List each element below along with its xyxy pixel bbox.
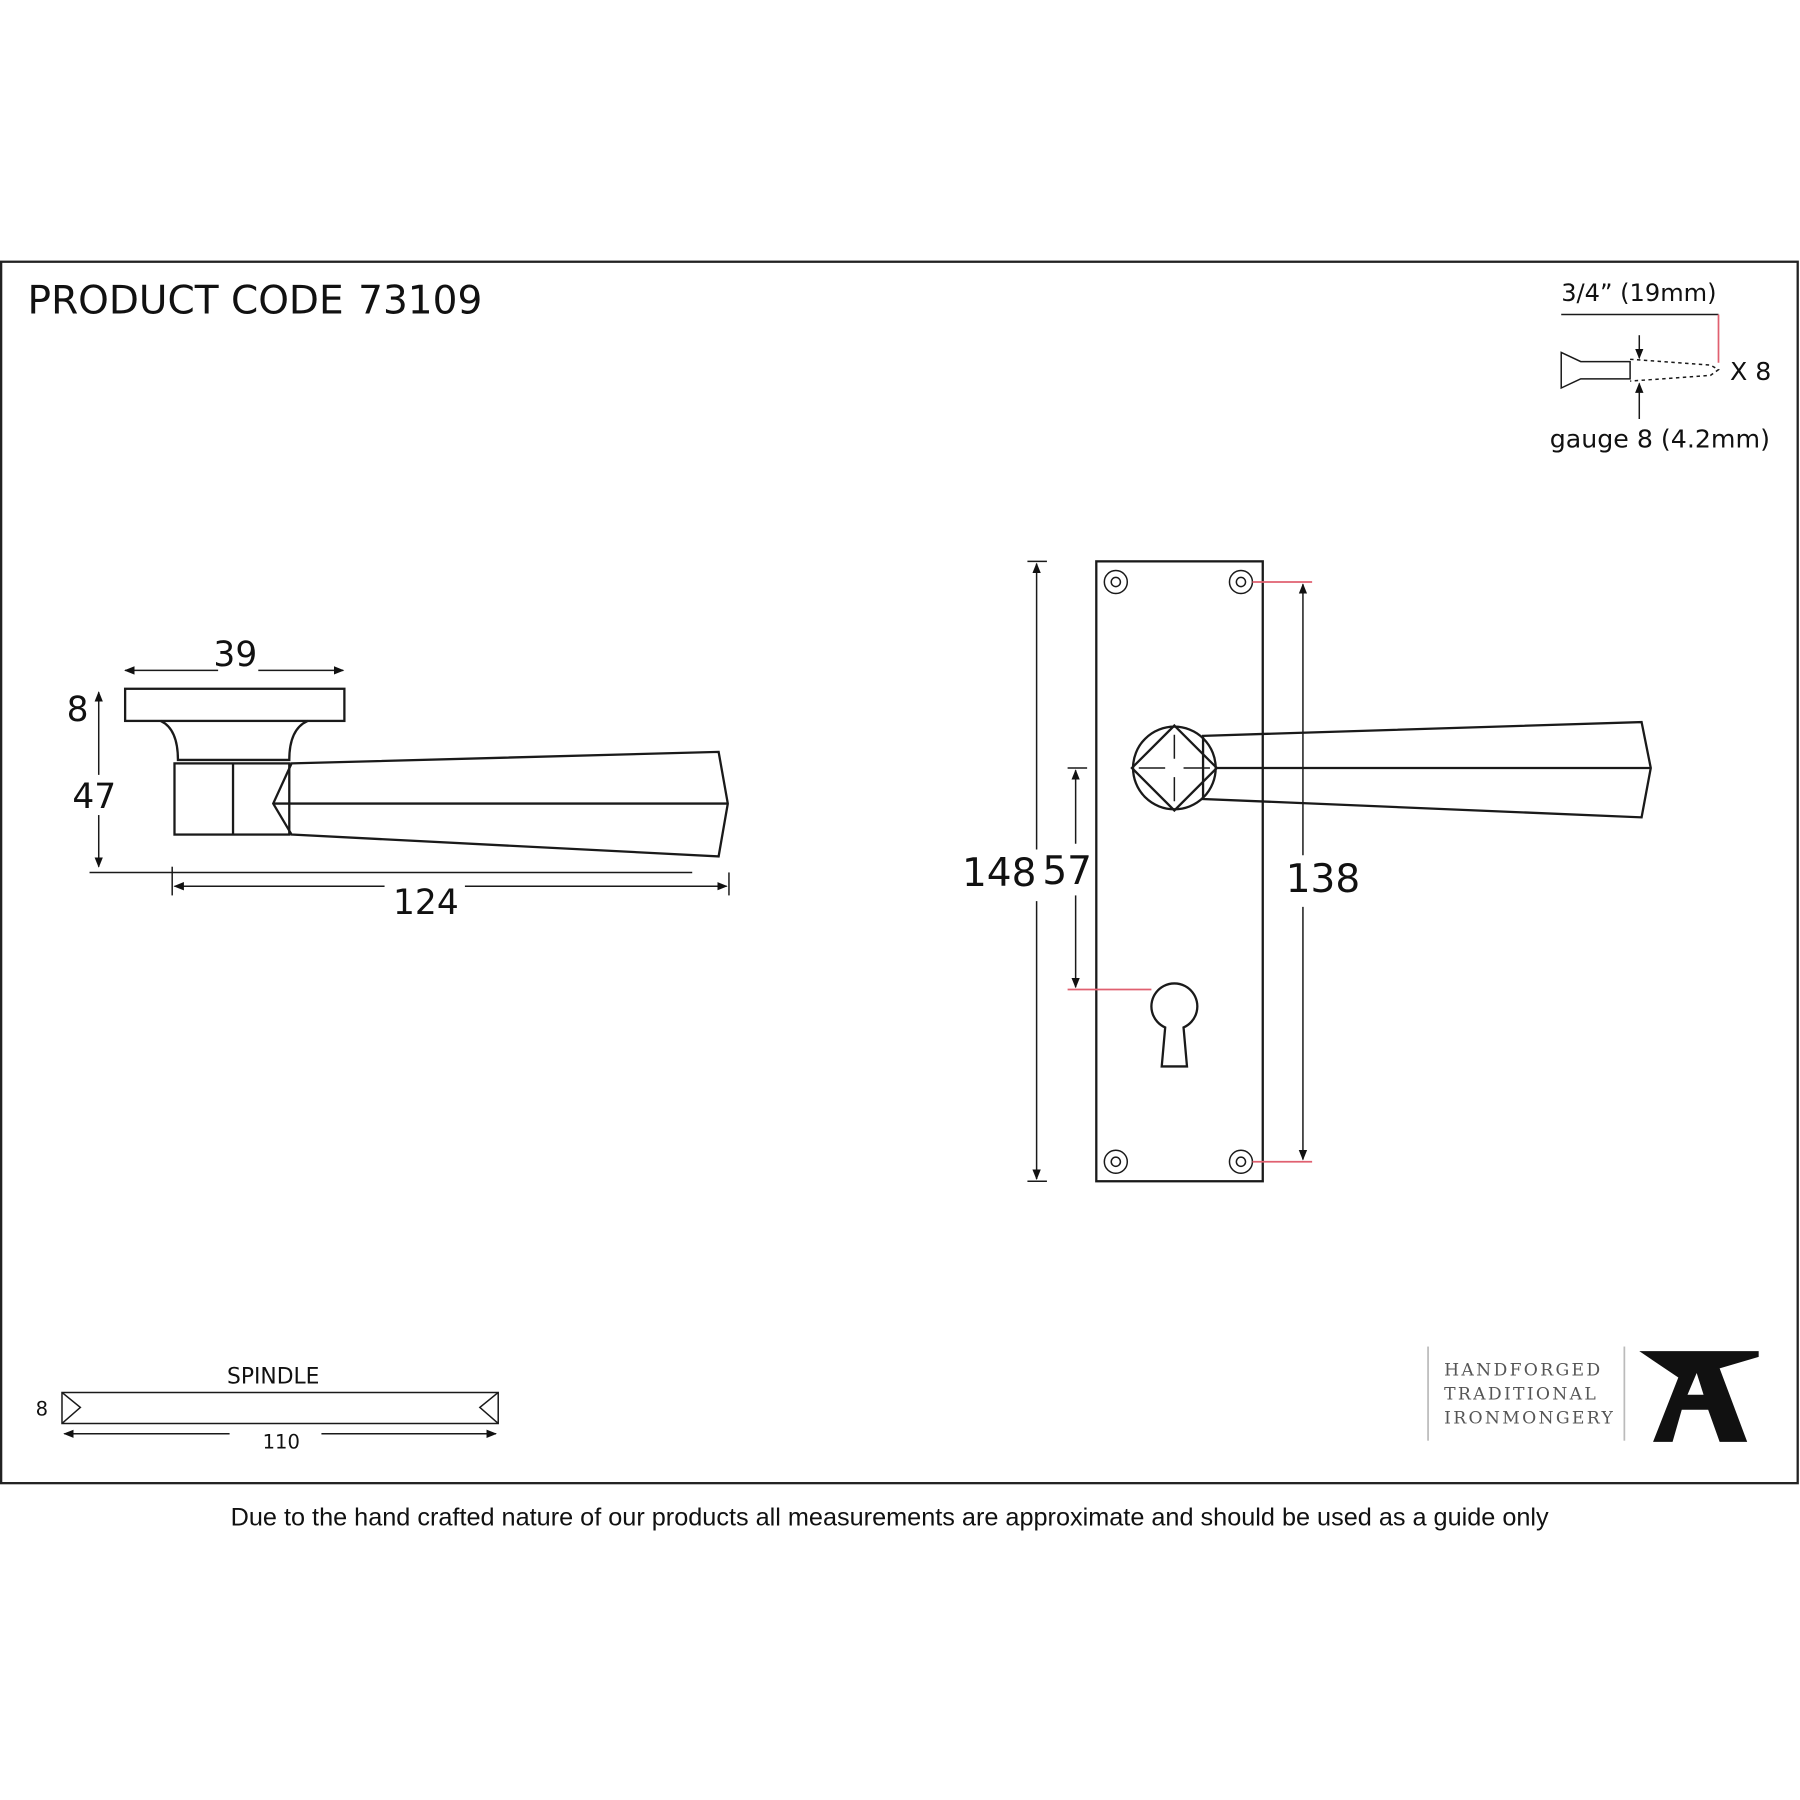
spindle-size: 8: [36, 1397, 48, 1420]
dim-rose-thickness: 8: [67, 690, 89, 730]
dim-keyhole-centre: 57: [1042, 849, 1092, 894]
spindle-label: SPINDLE: [227, 1364, 319, 1389]
disclaimer: Due to the hand crafted nature of our pr…: [231, 1504, 1549, 1532]
spindle-diagram: SPINDLE 8 110: [36, 1364, 499, 1454]
screw-length: 3/4” (19mm): [1561, 279, 1716, 307]
dim-projection: 47: [72, 777, 116, 817]
dim-plate-height: 148: [962, 851, 1036, 896]
dim-rose-diameter: 39: [213, 635, 257, 675]
dim-lever-length: 124: [393, 883, 459, 923]
logo-line-1: HANDFORGED: [1444, 1360, 1602, 1380]
product-code: 73109: [358, 278, 482, 323]
front-view: 148 57 138: [962, 560, 1652, 1183]
brand-logo: HANDFORGED TRADITIONAL IRONMONGERY: [1427, 1346, 1759, 1442]
drawing-frame: [0, 260, 1799, 1485]
logo-line-3: IRONMONGERY: [1444, 1408, 1615, 1428]
screw-quantity: X 8: [1730, 357, 1771, 386]
spindle-length: 110: [263, 1431, 300, 1454]
anvil-icon: [1639, 1351, 1759, 1442]
product-code-label: PRODUCT CODE: [28, 278, 344, 323]
screw-gauge: gauge 8 (4.2mm): [1550, 425, 1770, 454]
logo-line-2: TRADITIONAL: [1444, 1384, 1598, 1404]
side-view: 39 8 47 124: [67, 635, 730, 923]
dim-fixing-centres: 138: [1286, 857, 1360, 902]
screw-diagram: 3/4” (19mm) X 8 gauge 8 (4.2mm): [1550, 279, 1772, 454]
